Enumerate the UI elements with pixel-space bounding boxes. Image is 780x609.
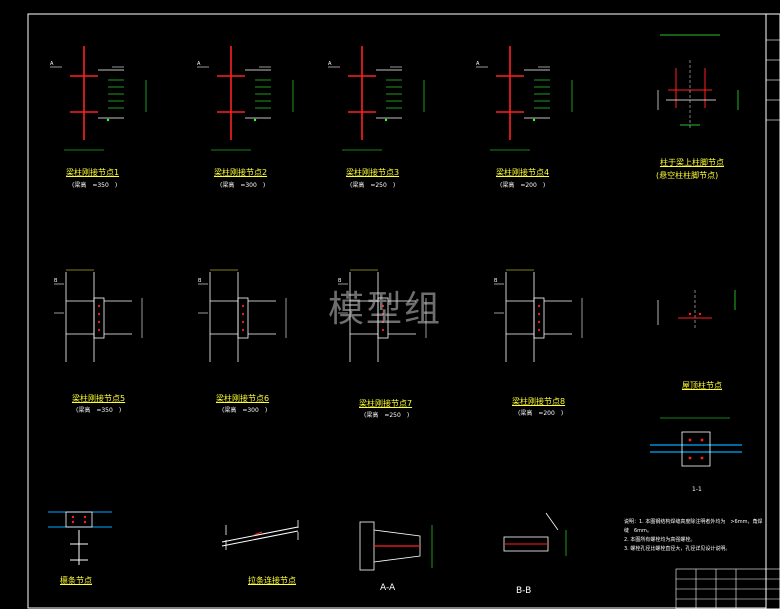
- bolt: [537, 304, 541, 308]
- weld-symbol: [384, 118, 388, 122]
- section-1-1-label: 1-1: [692, 486, 702, 493]
- bolt: [241, 304, 245, 308]
- weld-symbol: [106, 118, 110, 122]
- section-b-b: [503, 512, 567, 556]
- joint-1-drawing: A: [50, 46, 147, 151]
- bolt: [97, 328, 101, 332]
- bolt: [97, 312, 101, 316]
- bolt: [537, 328, 541, 332]
- joint-4-title: 梁柱刚接节点4: [496, 168, 550, 177]
- note-1: 说明：1. 本图钢结构焊缝高度除注明者外均为 >6mm，角焊缝 6mm。: [624, 519, 763, 534]
- column-base-title: 柱于梁上柱脚节点: [660, 158, 724, 167]
- bolt: [537, 312, 541, 316]
- weld-symbol: [532, 118, 536, 122]
- joint-6-drawing: B: [198, 269, 287, 362]
- joint-5-title: 梁柱刚接节点5: [72, 394, 126, 403]
- joint-3-title: 梁柱刚接节点3: [346, 168, 400, 177]
- section-a-a: [359, 521, 433, 571]
- joint-6-title: 梁柱刚接节点6: [216, 394, 270, 403]
- joint-6-sub: (梁高 =300 ): [222, 407, 268, 414]
- purlin-joint-detail: [48, 511, 112, 565]
- joint-7-drawing: B: [338, 269, 427, 362]
- brace-connection-detail: [221, 520, 299, 550]
- bolt: [241, 328, 245, 332]
- joint-8-sub: (梁高 =200 ): [518, 410, 564, 417]
- section-mark-b: B: [198, 278, 202, 284]
- title-block: [675, 568, 780, 609]
- column-base-sub: (悬空柱柱脚节点): [656, 171, 719, 180]
- weld-symbol: [253, 118, 257, 122]
- joint-7-sub: (梁高 =250 ): [364, 412, 410, 419]
- section-mark-a: A: [50, 61, 54, 67]
- note-2: 2. 本图所有螺栓均为高强螺栓。: [624, 537, 696, 543]
- column-top-detail: [657, 290, 736, 330]
- title-strip-rows: [766, 39, 780, 121]
- joint-8-drawing: B: [494, 269, 583, 362]
- bolt: [97, 304, 101, 308]
- design-notes: 说明：1. 本图钢结构焊缝高度除注明者外均为 >6mm，角焊缝 6mm。 2. …: [624, 518, 764, 554]
- section-mark-b: B: [338, 278, 342, 284]
- joint-1-title: 梁柱刚接节点1: [66, 168, 120, 177]
- column-top-title: 屋顶柱节点: [682, 381, 722, 390]
- bolt: [241, 320, 245, 324]
- section-mark-a: A: [328, 61, 332, 67]
- column-base-detail: [657, 34, 739, 130]
- note-3: 3. 螺栓孔径比螺栓直径大，孔径详见设计说明。: [624, 546, 731, 552]
- end-plate: [377, 297, 389, 339]
- joint-5-sub: (梁高 =350 ): [76, 407, 122, 414]
- section-mark-b: B: [494, 278, 498, 284]
- section-mark-b: B: [54, 278, 58, 284]
- title-strip: [765, 13, 780, 609]
- bolt: [97, 320, 101, 324]
- section-mark-a: A: [476, 61, 480, 67]
- purlin-title: 檩条节点: [60, 576, 92, 585]
- bolt: [381, 320, 385, 324]
- joint-8-title: 梁柱刚接节点8: [512, 397, 566, 406]
- joint-5-drawing: B: [54, 269, 143, 362]
- joint-3-drawing: A: [328, 46, 425, 151]
- bolt: [381, 328, 385, 332]
- section-a-a-label: A-A: [380, 583, 396, 593]
- joint-7-title: 梁柱刚接节点7: [359, 399, 413, 408]
- section-b-b-label: B-B: [516, 586, 532, 596]
- joint-4-drawing: A: [476, 46, 573, 151]
- section-mark-a: A: [197, 61, 201, 67]
- end-plate: [237, 297, 249, 339]
- watermark: 模型组: [328, 289, 443, 330]
- joint-1-sub: (梁高 =350 ): [72, 182, 118, 189]
- section-1-1: [650, 417, 742, 467]
- joint-2-sub: (梁高 =300 ): [220, 182, 266, 189]
- joint-4-sub: (梁高 =200 ): [500, 182, 546, 189]
- end-plate: [533, 297, 545, 339]
- bolt: [537, 320, 541, 324]
- joint-2-drawing: A: [197, 46, 294, 151]
- bolt: [381, 304, 385, 308]
- end-plate: [93, 297, 105, 339]
- joint-2-title: 梁柱刚接节点2: [214, 168, 268, 177]
- brace-title: 拉条连接节点: [248, 576, 296, 585]
- bolt: [381, 312, 385, 316]
- joint-3-sub: (梁高 =250 ): [350, 182, 396, 189]
- bolt: [241, 312, 245, 316]
